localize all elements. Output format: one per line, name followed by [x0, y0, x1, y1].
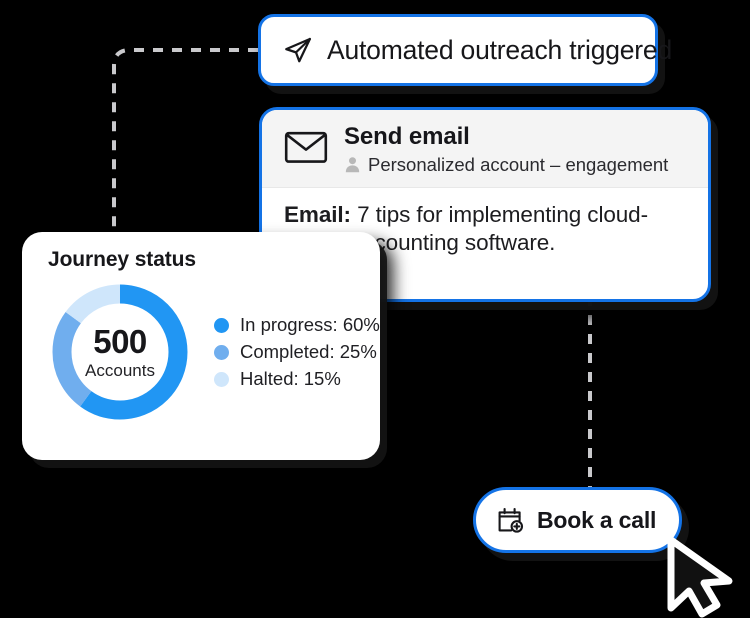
legend-dot-halted — [214, 371, 229, 387]
send-email-body-text: Email: 7 tips for implementing cloud-bas… — [284, 201, 686, 258]
book-a-call-label: Book a call — [537, 506, 657, 533]
send-email-subtitle: Personalized account – engagement — [368, 153, 669, 175]
legend-item-in-progress: In progress: 60% — [214, 314, 380, 336]
send-email-subtitle-row: Personalized account – engagement — [344, 154, 668, 176]
donut-chart-svg — [52, 284, 188, 420]
donut-segment-completed — [52, 284, 188, 420]
automated-outreach-pill[interactable]: Automated outreach triggered — [258, 14, 672, 86]
journey-status-body: 500 Accounts In progress: 60% Completed:… — [48, 280, 380, 424]
legend-dot-completed — [214, 344, 229, 360]
envelope-icon — [284, 131, 328, 163]
journey-status-title: Journey status — [48, 248, 196, 271]
journey-status-card[interactable]: Journey status 500 Accounts — [22, 232, 380, 460]
send-email-card-header: Send email Personalized account – engage… — [262, 110, 708, 188]
send-paper-plane-icon — [285, 37, 311, 63]
legend-label-halted: Halted: 15% — [240, 368, 341, 389]
mouse-pointer-arrow-icon — [667, 536, 733, 618]
send-email-body-label: Email: — [284, 201, 351, 227]
automated-outreach-label: Automated outreach triggered — [327, 34, 673, 65]
send-email-body-content: 7 tips for implementing cloud-based acco… — [284, 201, 648, 256]
calendar-plus-icon — [498, 507, 524, 533]
send-email-header-text: Send email Personalized account – engage… — [344, 123, 668, 176]
legend-item-completed: Completed: 25% — [214, 341, 380, 363]
book-a-call-button[interactable]: Book a call — [473, 487, 682, 553]
legend-dot-in-progress — [214, 317, 229, 333]
journey-status-donut-chart: 500 Accounts — [48, 280, 192, 424]
legend-item-halted: Halted: 15% — [214, 368, 380, 390]
legend-label-in-progress: In progress: 60% — [240, 314, 380, 335]
journey-status-legend: In progress: 60% Completed: 25% Halted: … — [214, 314, 380, 390]
send-email-card-body: Email: 7 tips for implementing cloud-bas… — [262, 187, 708, 258]
person-icon — [345, 157, 360, 173]
email-to-book-call-connector — [588, 296, 592, 496]
legend-label-completed: Completed: 25% — [240, 341, 377, 362]
send-email-title: Send email — [344, 123, 470, 150]
donut-segment-halted — [52, 284, 188, 420]
send-email-card[interactable]: Send email Personalized account – engage… — [259, 107, 711, 302]
